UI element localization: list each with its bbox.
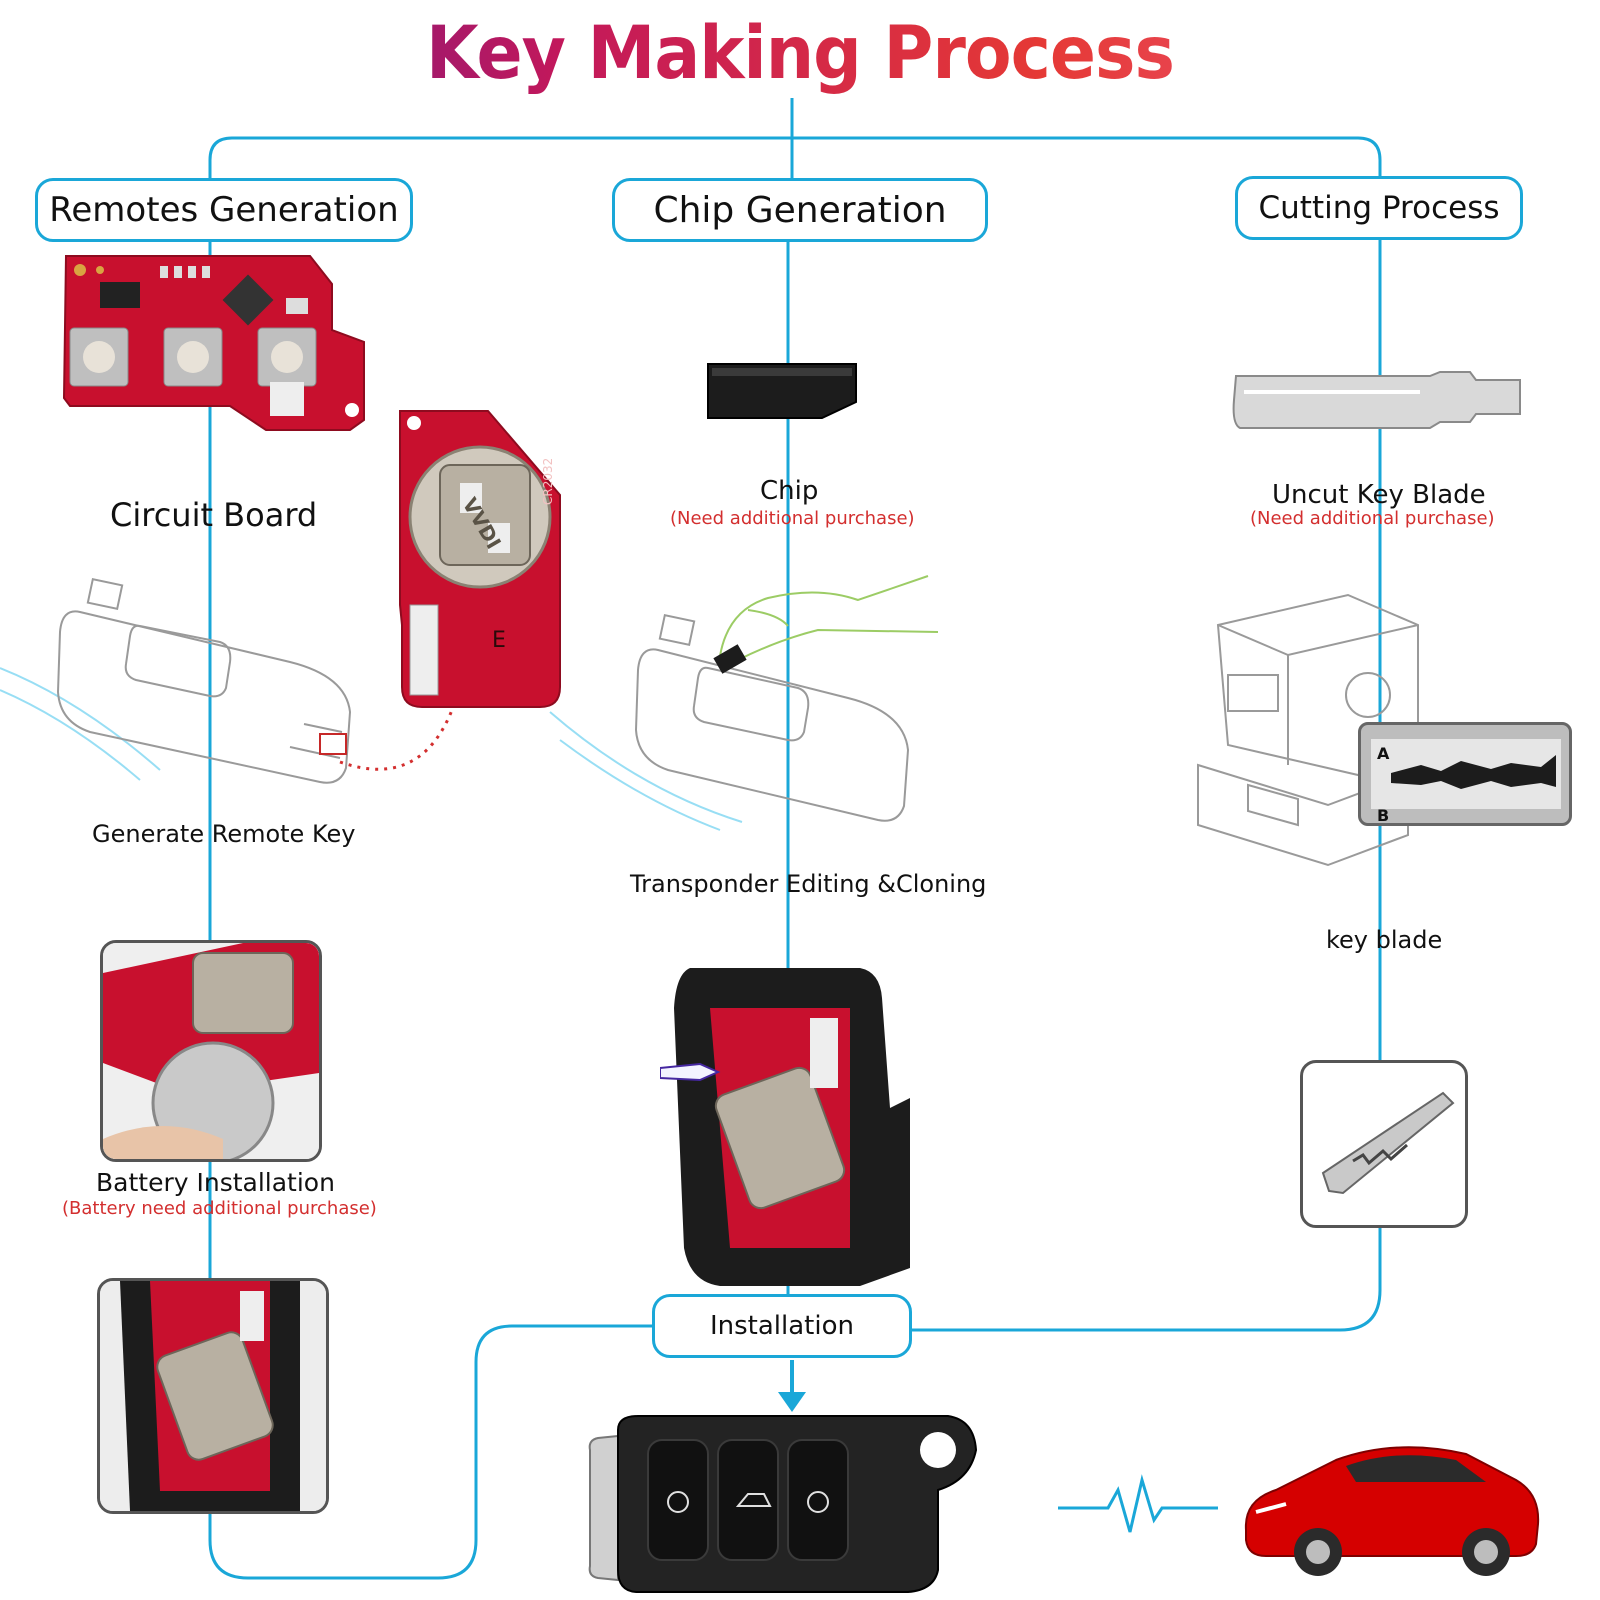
cut-key-blade-photo [1300, 1060, 1468, 1228]
chip-generation-box: Chip Generation [612, 178, 988, 242]
remotes-generation-heading: Remotes Generation [49, 190, 399, 230]
remotes-generation-box: Remotes Generation [35, 178, 413, 242]
uncut-key-blade-label: Uncut Key Blade [1272, 480, 1486, 510]
cutting-process-box: Cutting Process [1235, 176, 1523, 240]
battery-type-mark: CR2032 [541, 458, 555, 505]
battery-installation-photo [100, 940, 322, 1162]
battery-installation-label: Battery Installation [96, 1168, 335, 1197]
car-icon [1244, 1446, 1540, 1576]
cutting-machine-icon [1197, 593, 1419, 867]
installation-box: Installation [652, 1294, 912, 1358]
pointing-hand-icon [660, 1062, 721, 1082]
cutting-process-heading: Cutting Process [1258, 190, 1500, 226]
chip-generation-heading: Chip Generation [653, 189, 947, 231]
letter-mark: E [492, 628, 506, 653]
installation-label: Installation [709, 1311, 854, 1341]
key-blade-icon [1232, 371, 1521, 429]
uncut-key-blade-note: (Need additional purchase) [1250, 508, 1495, 529]
remote-shell-photo [660, 968, 910, 1286]
generate-remote-key-label: Generate Remote Key [92, 820, 356, 848]
key-tool-icon [56, 577, 352, 784]
chip-programming-icon [634, 575, 939, 822]
remote-board-icon [62, 255, 365, 431]
cut-profile-icon: A B [1371, 739, 1561, 823]
battery-installation-note: (Battery need additional purchase) [62, 1198, 377, 1219]
circuit-board-label: Circuit Board [110, 496, 318, 534]
page-title: Key Making Process [0, 11, 1600, 96]
chip-icon [707, 363, 857, 419]
chip-label: Chip [760, 476, 819, 506]
screen-mark-a: A [1377, 744, 1390, 763]
installed-board-photo [97, 1278, 329, 1514]
flip-key-icon [588, 1415, 978, 1593]
screen-mark-b: B [1377, 806, 1389, 823]
heartbeat-icon [1058, 1474, 1218, 1533]
cut-preview-screen: A B [1358, 722, 1572, 826]
transponder-label: Transponder Editing &Cloning [630, 870, 987, 898]
key-blade-label: key blade [1326, 926, 1443, 954]
battery-board-icon: CR2032 VVDI E [399, 410, 561, 708]
chip-note: (Need additional purchase) [670, 508, 915, 529]
